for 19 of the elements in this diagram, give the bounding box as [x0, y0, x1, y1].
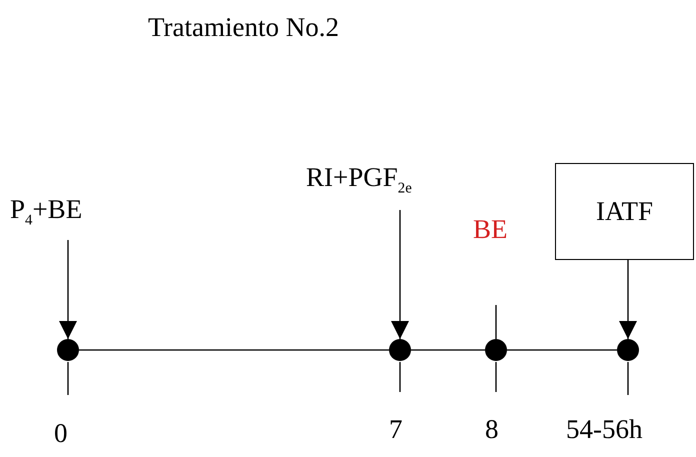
event-label: BE	[473, 216, 508, 243]
timeline-line	[411, 349, 485, 351]
timeline-dot	[617, 339, 639, 361]
timeline-dot	[389, 339, 411, 361]
arrow	[391, 210, 409, 339]
timeline-dot	[485, 339, 507, 361]
timeline-dot	[57, 339, 79, 361]
day-label: 0	[54, 420, 68, 447]
event-box: IATF	[555, 163, 694, 260]
event-label: RI+PGF$_{2e}$	[306, 164, 460, 202]
arrow	[59, 240, 77, 339]
event-label: P$_{4}$+BE	[10, 196, 128, 232]
day-label: 7	[389, 416, 402, 443]
arrow	[619, 260, 637, 339]
time-label: 54-56h	[566, 416, 642, 443]
day-label: 8	[485, 416, 498, 443]
timeline-line	[507, 349, 617, 351]
diagram-title: Tratamiento No.2	[148, 14, 339, 41]
timeline-line	[79, 349, 389, 351]
